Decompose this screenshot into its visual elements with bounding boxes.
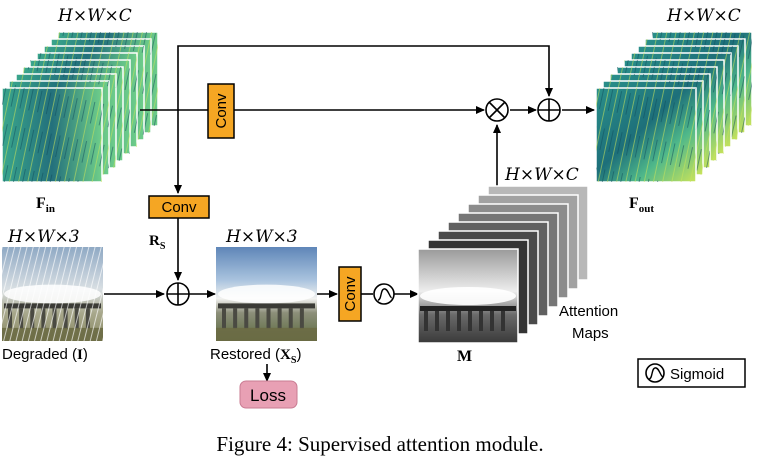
figure-caption: Figure 4: Supervised attention module. bbox=[216, 432, 543, 456]
fout-feature-stack: H×W×C Fout bbox=[595, 6, 753, 215]
conv-top-label: Conv bbox=[213, 93, 230, 129]
degraded-image: H×W×3 Degraded (I) bbox=[2, 227, 103, 363]
attention-dim-label: H×W×C bbox=[504, 165, 579, 185]
fin-dim-label: H×W×C bbox=[57, 6, 132, 26]
attention-map-sheet bbox=[417, 248, 519, 344]
conv-top-block: Conv bbox=[207, 83, 235, 139]
fout-dim-label: H×W×C bbox=[666, 6, 741, 26]
degraded-photo bbox=[2, 247, 103, 341]
fout-label: Fout bbox=[629, 195, 654, 215]
skip-connection-line bbox=[177, 45, 553, 110]
m-label: M bbox=[457, 348, 472, 365]
degraded-dim-label: H×W×3 bbox=[7, 227, 80, 247]
sigmoid-legend: Sigmoid bbox=[637, 358, 746, 388]
conv-mid-label: Conv bbox=[342, 276, 359, 312]
add-node-bottom bbox=[166, 282, 190, 306]
restored-photo bbox=[216, 247, 317, 341]
loss-block: Loss bbox=[239, 380, 298, 409]
attention-label-line2: Maps bbox=[572, 325, 609, 342]
main-path-lines bbox=[140, 106, 595, 281]
fout-feature-map bbox=[595, 87, 697, 183]
multiply-node bbox=[485, 98, 509, 122]
attention-maps-stack: H×W×C M Attention Maps bbox=[417, 165, 618, 365]
restored-image: H×W×3 Restored (XS) bbox=[210, 227, 317, 366]
conv-left-label: Conv bbox=[161, 199, 197, 216]
restored-dim-label: H×W×3 bbox=[225, 227, 298, 247]
rs-label: RS bbox=[149, 233, 166, 252]
fin-feature-map bbox=[1, 87, 103, 183]
restored-label: Restored (XS) bbox=[210, 346, 301, 366]
fin-feature-stack: H×W×C Fin bbox=[1, 6, 159, 215]
sigmoid-legend-icon bbox=[645, 363, 665, 383]
degraded-label: Degraded (I) bbox=[2, 346, 88, 363]
conv-mid-block: Conv bbox=[338, 266, 362, 322]
conv-left-block: Conv bbox=[148, 195, 210, 219]
sigmoid-legend-label: Sigmoid bbox=[670, 366, 724, 383]
attention-label-line1: Attention bbox=[559, 303, 618, 320]
loss-label: Loss bbox=[250, 386, 286, 405]
fin-label: Fin bbox=[36, 195, 55, 215]
sigmoid-node bbox=[373, 283, 395, 305]
add-node-top bbox=[537, 98, 561, 122]
